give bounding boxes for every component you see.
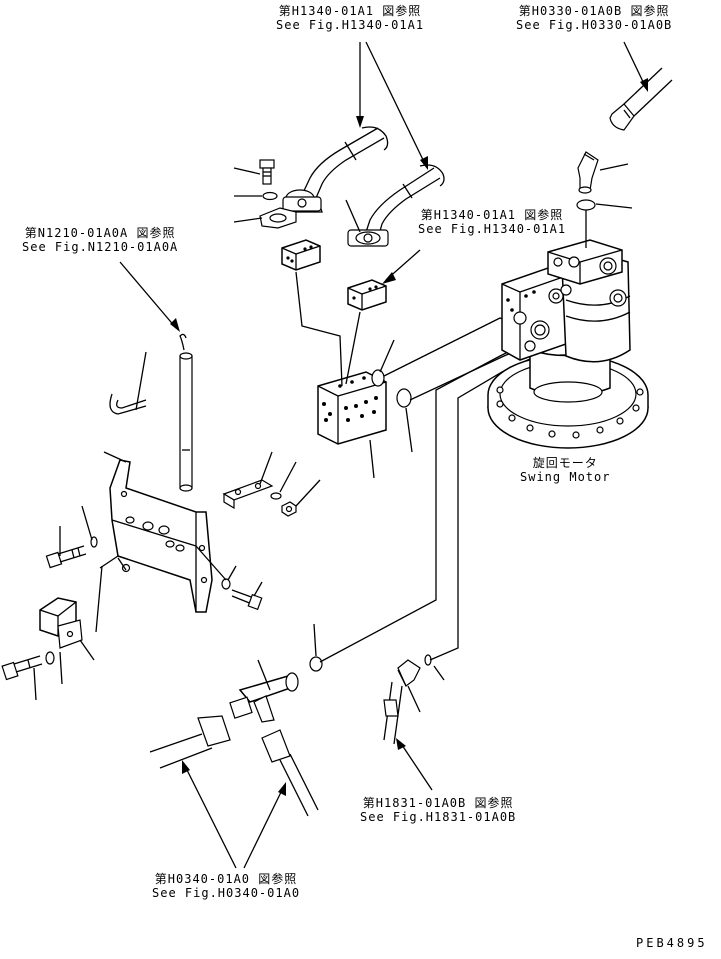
hose-bottom-center <box>261 729 319 817</box>
hose-upper-right <box>347 164 445 247</box>
ref-en: See Fig.H1831-01A0B <box>360 810 517 824</box>
block-left <box>281 239 321 271</box>
hose-upper-left <box>282 126 389 213</box>
washer-lower <box>45 651 55 665</box>
ref-jp: 第H1340-01A1 図参照 <box>278 4 422 18</box>
leader-block-left <box>295 271 343 387</box>
hose-top-right <box>609 67 673 131</box>
ref-jp: 第N1210-01A0A 図参照 <box>24 226 176 240</box>
o-ring-5 <box>576 199 596 211</box>
elbow-bottom-right <box>383 659 421 745</box>
ref-jp: 第H1340-01A1 図参照 <box>420 208 564 222</box>
rod-vertical <box>179 333 193 492</box>
washer-bracket <box>270 492 282 500</box>
ref-label-h1831: 第H1831-01A0B 図参照 See Fig.H1831-01A0B <box>360 796 516 824</box>
swing-motor-jp: 旋回モータ <box>532 456 598 470</box>
clamp-plate <box>222 479 274 510</box>
ref-jp: 第H0340-01A0 図参照 <box>154 872 298 886</box>
u-bolt <box>109 393 147 415</box>
tee-fitting <box>229 672 299 723</box>
leader-ref-h0340 <box>182 760 286 869</box>
callout-leaders <box>33 163 633 713</box>
ref-en: See Fig.H0330-01A0B <box>516 18 673 32</box>
swing-motor-en: Swing Motor <box>520 470 611 484</box>
swing-motor-label: 旋回モータ Swing Motor <box>520 456 610 484</box>
ref-label-h1340-top: 第H1340-01A1 図参照 See Fig.H1340-01A1 <box>276 4 424 32</box>
leader-ref-n1210 <box>119 261 180 332</box>
bolt-bracket-left <box>45 545 87 569</box>
leader-ref-h0330 <box>623 41 648 92</box>
washer-upper <box>262 191 278 201</box>
ref-label-h1340-mid: 第H1340-01A1 図参照 See Fig.H1340-01A1 <box>418 208 566 236</box>
stop-block <box>39 597 83 649</box>
manifold-block <box>317 371 387 445</box>
o-ring-2 <box>396 388 412 408</box>
nut-bracket <box>281 501 297 517</box>
leader-o-ring-1 <box>383 317 511 377</box>
ref-label-n1210: 第N1210-01A0A 図参照 See Fig.N1210-01A0A <box>22 226 178 254</box>
swing-motor-drawing <box>487 239 649 449</box>
o-ring-1 <box>371 369 385 387</box>
hose-bottom-left <box>149 715 231 769</box>
leader-manifold <box>369 439 375 479</box>
block-right <box>347 279 387 311</box>
ref-jp: 第H0330-01A0B 図参照 <box>518 4 670 18</box>
drawing-code: PEB4895 <box>636 936 708 950</box>
ref-en: See Fig.H1340-01A1 <box>418 222 567 236</box>
leader-ref-h1340-mid <box>382 249 421 284</box>
bolt-bracket-right <box>231 589 263 611</box>
bracket-main <box>109 459 213 613</box>
ref-label-h0330: 第H0330-01A0B 図参照 See Fig.H0330-01A0B <box>516 4 672 32</box>
leader-block-right <box>345 311 361 385</box>
leader-ref-h1340-top <box>356 41 428 170</box>
bolt-lower <box>1 655 43 681</box>
o-ring-3 <box>309 656 323 672</box>
ref-en: See Fig.N1210-01A0A <box>22 240 179 254</box>
clamp-half <box>259 207 297 229</box>
ref-label-h0340: 第H0340-01A0 図参照 See Fig.H0340-01A0 <box>152 872 300 900</box>
washer-bracket-right <box>221 578 231 590</box>
ref-en: See Fig.H0340-01A0 <box>152 886 301 900</box>
ref-jp: 第H1831-01A0B 図参照 <box>362 796 514 810</box>
bolt-upper <box>259 159 275 185</box>
leader-ref-h1831 <box>396 738 433 791</box>
elbow-top-right <box>577 151 599 194</box>
ref-en: See Fig.H1340-01A1 <box>276 18 425 32</box>
